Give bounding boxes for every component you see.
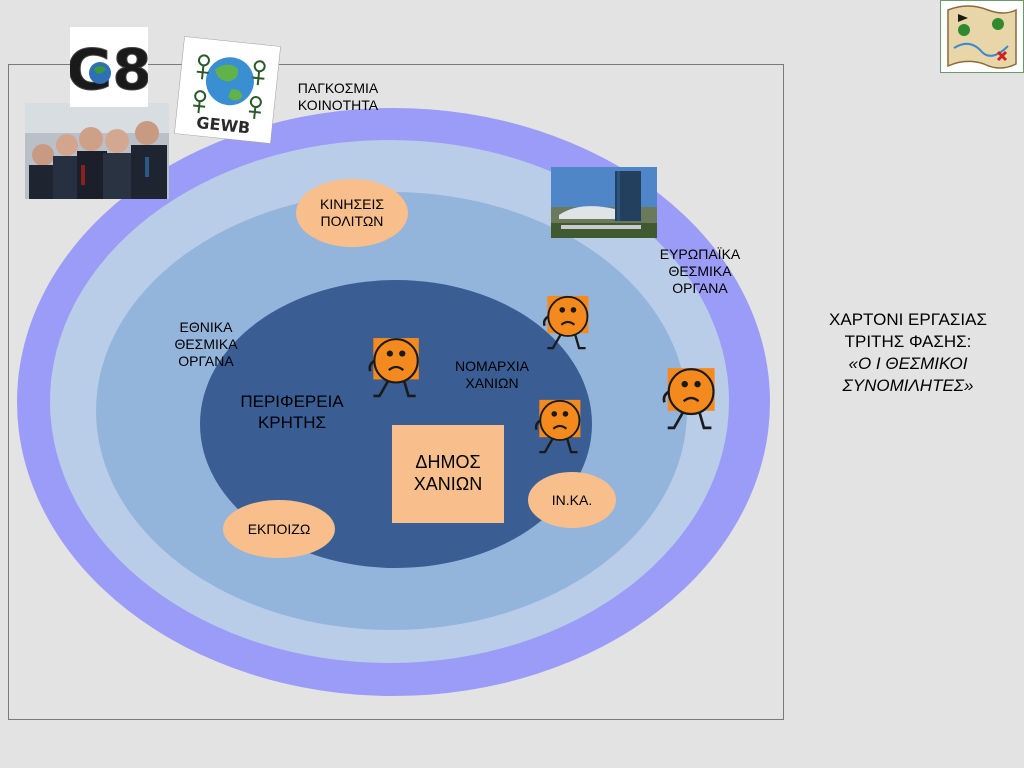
gewb-logo: GEWB [174, 36, 281, 144]
prefecture-label: ΝΟΜΑΡΧΙΑ ΧΑΝΙΩΝ [455, 358, 529, 392]
g8-leaders-photo [25, 103, 169, 199]
slide-frame [8, 64, 784, 720]
ekpoizo-ellipse: ΕΚΠΟΙΖΩ [223, 500, 335, 558]
inka-label: ΙΝ.ΚΑ. [551, 491, 593, 508]
municipality-label: ΔΗΜΟΣ ΧΑΝΙΩΝ [413, 452, 483, 494]
worried-face-icon [368, 338, 419, 398]
ekpoizo-label: ΕΚΠΟΙΖΩ [247, 520, 311, 537]
worried-face-icon [662, 368, 715, 430]
worksheet-line-1: ΧΑΡΤΟΝΙ ΕΡΓΑΣΙΑΣ [829, 310, 987, 329]
inka-ellipse: ΙΝ.ΚΑ. [528, 472, 616, 528]
citizens-movements-label: ΚΙΝΗΣΕΙΣ ΠΟΛΙΤΩΝ [320, 196, 384, 229]
un-building-photo [551, 167, 657, 238]
national-bodies-label: ΕΘΝΙΚΑ ΘΕΣΜΙΚΑ ΟΡΓΑΝΑ [174, 319, 238, 370]
g8-logo: G8 [70, 27, 148, 107]
municipality-box: ΔΗΜΟΣ ΧΑΝΙΩΝ [392, 425, 504, 523]
region-label: ΠΕΡΙΦΕΡΕΙΑ ΚΡΗΤΗΣ [240, 392, 344, 432]
european-bodies-label: ΕΥΡΩΠΑΪΚΑ ΘΕΣΜΙΚΑ ΟΡΓΑΝΑ [659, 246, 741, 297]
global-community-label: ΠΑΓΚΟΣΜΙΑ ΚΟΙΝΟΤΗΤΑ [297, 80, 379, 114]
worried-face-icon [542, 295, 589, 350]
worksheet-line-3: «Ο Ι ΘΕΣΜΙΚΟΙ [848, 354, 968, 374]
map-icon [940, 0, 1024, 73]
worksheet-caption: ΧΑΡΤΟΝΙ ΕΡΓΑΣΙΑΣ ΤΡΙΤΗΣ ΦΑΣΗΣ: «Ο Ι ΘΕΣΜ… [800, 309, 1016, 397]
citizens-movements-ellipse: ΚΙΝΗΣΕΙΣ ΠΟΛΙΤΩΝ [296, 179, 408, 247]
worksheet-line-2: ΤΡΙΤΗΣ ΦΑΣΗΣ: [844, 332, 972, 352]
worksheet-line-4: ΣΥΝΟΜΙΛΗΤΕΣ» [842, 376, 974, 396]
worried-face-icon [534, 399, 581, 454]
